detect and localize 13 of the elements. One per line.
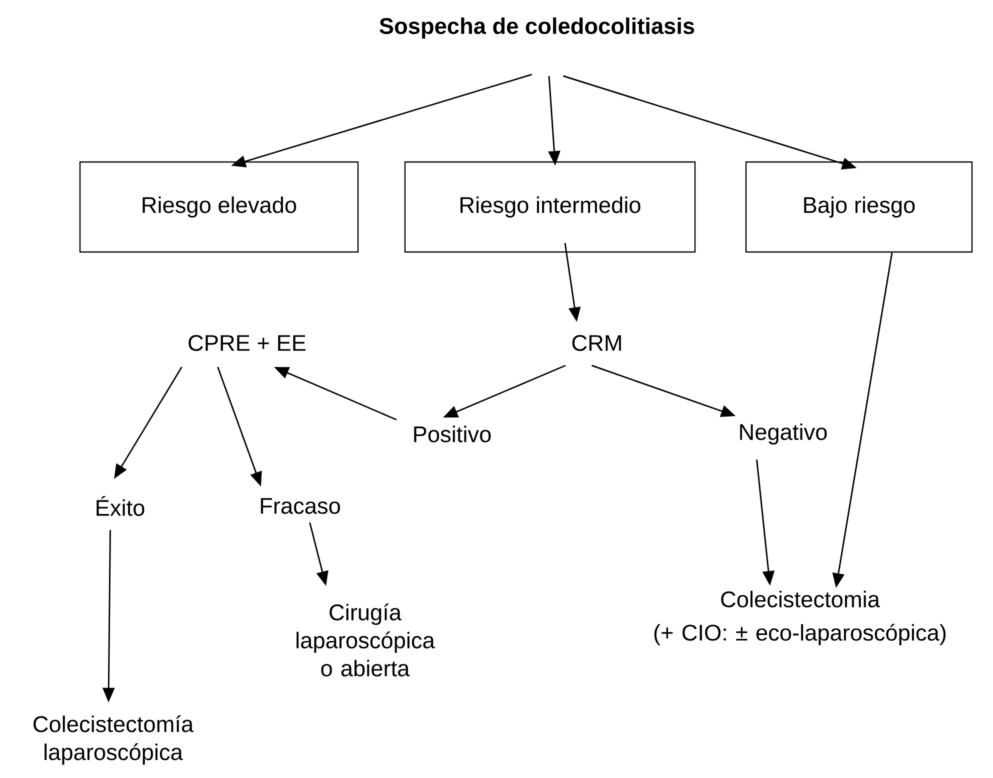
step-label: Colecistectomia (+ CIO: ± eco-laparoscópica) (654, 590, 946, 646)
step-label: CPRE + EE (188, 334, 306, 352)
risk-box: Riesgo intermedio (404, 161, 696, 253)
title-text: Sospecha de coledocolitiasis (380, 17, 694, 39)
risk-box: Bajo riesgo (745, 161, 973, 253)
risk-box: Riesgo elevado (79, 161, 359, 253)
step-label: Colecistectomía laparoscópica (34, 715, 194, 765)
step-label: CRM (572, 334, 621, 352)
step-label: Éxito (96, 496, 144, 516)
step-label: Cirugía laparoscópica o abierta (296, 604, 435, 676)
step-label: Negativo (740, 423, 827, 445)
step-label: Positivo (414, 426, 491, 442)
step-label: Fracaso (260, 498, 340, 514)
